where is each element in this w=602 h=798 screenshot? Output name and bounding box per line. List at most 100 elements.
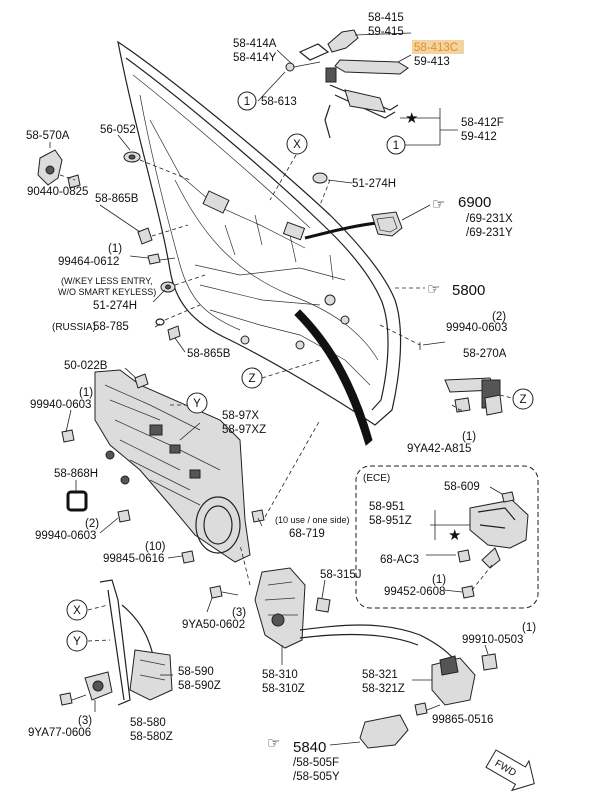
- note-russia: (RUSSIA): [52, 322, 96, 333]
- outer-handle-assembly: [285, 29, 409, 139]
- label-58-580: 58-580: [130, 717, 166, 729]
- label-68-AC3: 68-AC3: [380, 554, 419, 566]
- callout-X-reg: X: [66, 599, 88, 621]
- label-58-414A: 58-414A: [233, 38, 277, 50]
- label-50-022B: 50-022B: [64, 360, 108, 372]
- callout-1-right: 1: [386, 135, 406, 155]
- part-labels: 58-415 59-415 58-414A 58-414Y 58-413C 59…: [26, 12, 536, 783]
- svg-text:1: 1: [393, 140, 399, 152]
- label-58-505F: /58-505F: [293, 757, 339, 769]
- label-58-868H: 58-868H: [54, 468, 98, 480]
- label-90440-0825: 90440-0825: [27, 186, 88, 198]
- note-keyless-1: (W/KEY LESS ENTRY,: [61, 276, 153, 286]
- door-shell: [117, 40, 402, 446]
- qty-99940-c: (2): [85, 518, 99, 530]
- door-check-58-270A: [444, 377, 513, 416]
- label-58-310Z: 58-310Z: [262, 683, 305, 695]
- label-58-951: 58-951: [369, 501, 405, 513]
- svg-text:Y: Y: [73, 636, 81, 648]
- label-58-315J: 58-315J: [320, 569, 362, 581]
- qty-99910: (1): [522, 622, 536, 634]
- label-51-274H-b: 51-274H: [93, 300, 137, 312]
- callout-Y-reg: Y: [66, 630, 88, 652]
- svg-text:X: X: [293, 139, 301, 151]
- callout-Z-door: Z: [241, 367, 263, 389]
- label-51-274H-a: 51-274H: [352, 178, 396, 190]
- label-58-609: 58-609: [444, 481, 480, 493]
- label-58-580Z: 58-580Z: [130, 731, 173, 743]
- label-58-570A: 58-570A: [26, 130, 70, 142]
- label-99940-0603-b: 99940-0603: [30, 399, 91, 411]
- note-keyless-2: W/O SMART KEYLESS): [58, 287, 156, 297]
- hand-pointer-icon: ☞: [432, 196, 445, 213]
- svg-text:Z: Z: [519, 394, 526, 406]
- label-58-310: 58-310: [262, 669, 298, 681]
- label-99910-0503: 99910-0503: [462, 634, 523, 646]
- star-icon: ★: [405, 110, 418, 127]
- label-58-505Y: /58-505Y: [293, 771, 340, 783]
- svg-text:Y: Y: [193, 398, 201, 410]
- note-10use: (10 use / one side): [275, 515, 350, 525]
- svg-text:Z: Z: [248, 373, 255, 385]
- fwd-arrow: FWD: [485, 749, 535, 792]
- hand-pointer-icon: ☞: [267, 735, 280, 752]
- label-58-412F: 58-412F: [461, 117, 504, 129]
- qty-99940-a: (2): [492, 311, 506, 323]
- leader-lines: [65, 32, 503, 712]
- label-9YA77-0606: 9YA77-0606: [28, 727, 91, 739]
- label-58-415: 58-415: [368, 12, 404, 24]
- label-99845-0616: 99845-0616: [103, 553, 164, 565]
- callout-Z-check: Z: [512, 388, 534, 410]
- window-regulator: [59, 579, 239, 706]
- label-58-865B-a: 58-865B: [95, 193, 139, 205]
- label-58-270A: 58-270A: [463, 348, 507, 360]
- label-99865-0516: 99865-0516: [432, 714, 493, 726]
- label-99940-0603-c: 99940-0603: [35, 530, 96, 542]
- label-5840: 5840: [293, 739, 326, 756]
- label-6900: 6900: [458, 194, 491, 211]
- label-58-590: 58-590: [178, 666, 214, 678]
- callout-X-top: X: [286, 133, 308, 155]
- door-latch-58-310: [254, 567, 459, 666]
- qty-9YA42-A815: (1): [462, 431, 476, 443]
- ece-parts: [457, 491, 529, 599]
- label-69-231Y: /69-231Y: [466, 227, 513, 239]
- callout-Y-panel: Y: [186, 392, 208, 414]
- star-icon: ★: [448, 527, 461, 544]
- lock-actuator-58-321: [414, 653, 498, 716]
- trim-piece-5840: [329, 714, 409, 749]
- label-5800: 5800: [452, 282, 485, 299]
- small-left-parts: [37, 142, 353, 353]
- label-9YA50-0602: 9YA50-0602: [182, 619, 245, 631]
- label-99940-0603-a: 99940-0603: [446, 322, 507, 334]
- label-58-97X: 58-97X: [222, 410, 259, 422]
- qty-9YA50: (3): [232, 607, 246, 619]
- label-58-865B-b: 58-865B: [187, 348, 231, 360]
- label-58-414Y: 58-414Y: [233, 52, 277, 64]
- label-9YA42-A815: 9YA42-A815: [407, 443, 471, 455]
- label-59-412: 59-412: [461, 131, 497, 143]
- hand-pointer-icon: ☞: [427, 281, 440, 298]
- label-58-321Z: 58-321Z: [362, 683, 405, 695]
- label-58-321: 58-321: [362, 669, 398, 681]
- label-69-231X: /69-231X: [466, 213, 513, 225]
- label-ece: (ECE): [363, 473, 390, 484]
- label-56-052: 56-052: [100, 124, 136, 136]
- highlight-58-413C: [412, 40, 464, 54]
- qty-99464: (1): [108, 243, 122, 255]
- qty-99940-b: (1): [79, 387, 93, 399]
- label-59-413: 59-413: [414, 56, 450, 68]
- svg-text:X: X: [73, 605, 81, 617]
- handle-pad-6900: [371, 204, 431, 237]
- label-58-413C: 58-413C: [414, 42, 458, 54]
- label-58-590Z: 58-590Z: [178, 680, 221, 692]
- reference-dashes: [87, 154, 461, 642]
- svg-text:1: 1: [244, 96, 250, 108]
- label-58-785: 58-785: [93, 321, 129, 333]
- label-99452-0608: 99452-0608: [384, 586, 445, 598]
- qty-99845: (10): [145, 541, 166, 553]
- ece-box: [355, 465, 539, 609]
- qty-99452: (1): [432, 574, 446, 586]
- qty-9YA77: (3): [78, 715, 92, 727]
